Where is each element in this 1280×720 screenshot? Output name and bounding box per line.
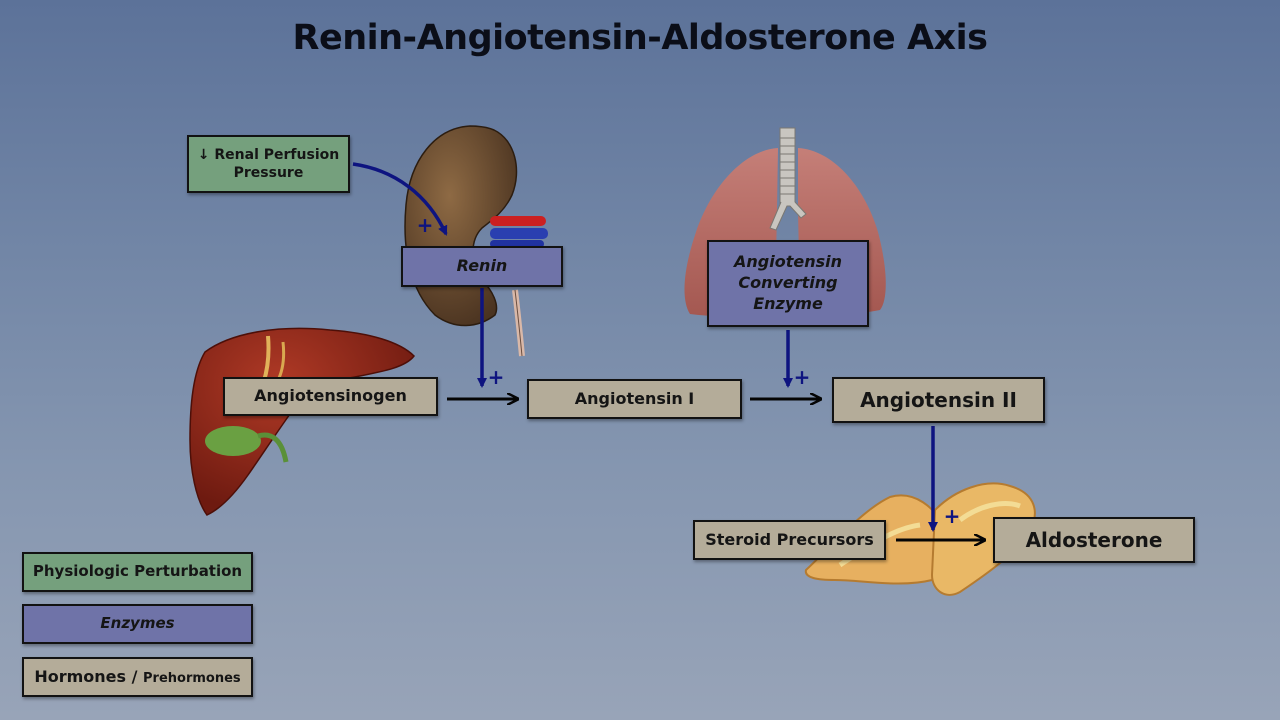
legend-hormones: Hormones / Prehormones [22, 657, 253, 697]
legend-hormones-text: Hormones [34, 666, 127, 686]
legend-separator: / [126, 666, 144, 686]
plus-sign-ace: + [794, 365, 811, 389]
angiotensinogen-box: Angiotensinogen [223, 377, 438, 416]
page-title: Renin-Angiotensin-Aldosterone Axis [292, 18, 988, 58]
renin-label: Renin [456, 256, 508, 276]
angiotensin-1-box: Angiotensin I [527, 379, 742, 419]
angiotensinogen-label: Angiotensinogen [254, 386, 407, 406]
aldosterone-label: Aldosterone [1025, 528, 1163, 552]
ace-label: Angiotensin Converting Enzyme [734, 252, 842, 313]
legend-enzymes: Enzymes [22, 604, 253, 644]
renal-perfusion-box: ↓ Renal Perfusion Pressure [187, 135, 350, 193]
angiotensin-1-label: Angiotensin I [574, 388, 695, 408]
plus-sign-renin: + [488, 365, 505, 389]
legend-physiologic-label: Physiologic Perturbation [32, 562, 243, 581]
ace-box: Angiotensin Converting Enzyme [707, 240, 869, 327]
legend-enzymes-label: Enzymes [100, 614, 175, 633]
angiotensin-2-box: Angiotensin II [832, 377, 1045, 423]
plus-sign-aldosterone: + [944, 504, 961, 528]
renal-perfusion-arrow [352, 162, 448, 236]
legend-hormones-label: Hormones / Prehormones [34, 667, 240, 688]
kidney-icon [404, 125, 548, 357]
legend-prehormones-text: Prehormones [143, 670, 241, 686]
steroid-precursors-label: Steroid Precursors [705, 529, 874, 549]
steroid-precursors-box: Steroid Precursors [693, 520, 886, 560]
angiotensin-2-label: Angiotensin II [860, 388, 1017, 412]
liver-icon [189, 327, 415, 516]
renal-perfusion-label: ↓ Renal Perfusion Pressure [197, 146, 340, 181]
legend-physiologic: Physiologic Perturbation [22, 552, 253, 592]
aldosterone-box: Aldosterone [993, 517, 1195, 563]
renin-box: Renin [401, 246, 563, 287]
plus-sign-renal: + [417, 213, 434, 237]
